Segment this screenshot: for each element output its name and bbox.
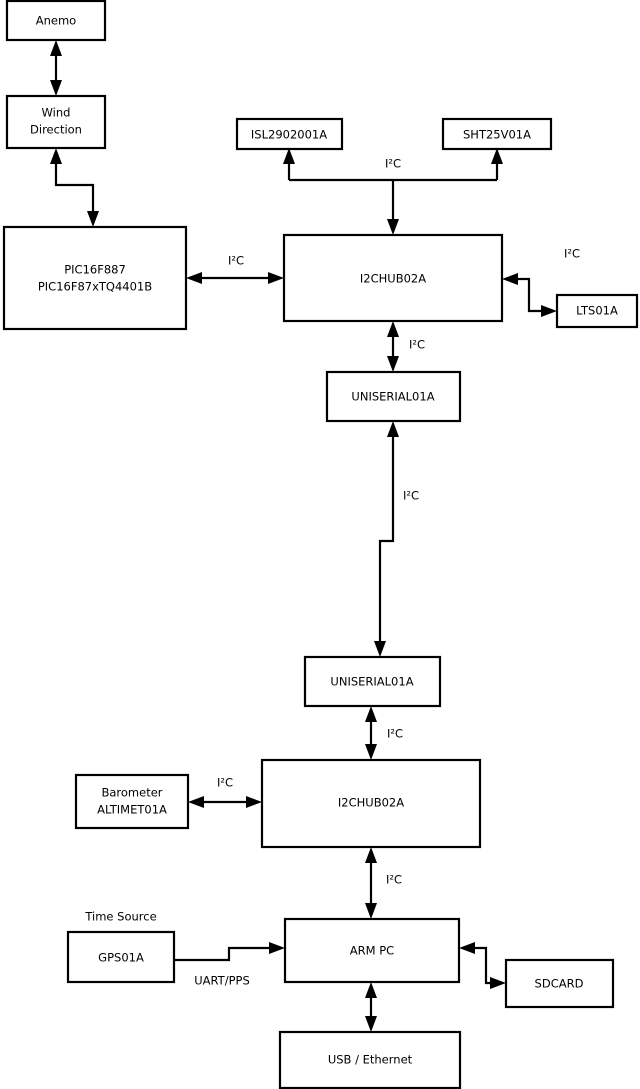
edge-label-hubbot-armpc: I²C <box>386 873 402 887</box>
node-pic-mcu-box[interactable] <box>2 225 188 331</box>
arrow-head-up <box>387 421 399 437</box>
node-wind-direction[interactable]: Wind Direction <box>5 94 107 150</box>
arrow-head-left <box>186 272 202 284</box>
arrow-head-down <box>365 903 377 919</box>
edge-hub-lts: I²C <box>502 247 580 317</box>
node-wind-direction-box[interactable] <box>5 94 107 150</box>
edge-armpc-usbeth <box>365 982 377 1032</box>
node-uniserial01a-top[interactable]: UNISERIAL01A <box>325 370 462 423</box>
edge-hub-uniserial-top: I²C <box>387 321 425 372</box>
node-uniserial01a-bottom[interactable]: UNISERIAL01A <box>303 655 442 708</box>
arrow-head-up-isl <box>283 148 295 164</box>
arrow-head-up <box>50 148 62 164</box>
node-uniserial01a-top-box[interactable] <box>325 370 462 423</box>
node-anemo[interactable]: Anemo <box>5 0 107 42</box>
edge-label-hub-lts: I²C <box>564 247 580 261</box>
arrow-head-right-lts <box>541 305 557 317</box>
arrow-head-right <box>269 942 285 954</box>
node-pic-mcu-label-line1: PIC16F887 <box>64 263 126 277</box>
node-i2chub02a-bottom-box[interactable] <box>260 758 482 849</box>
arrow-head-down <box>365 744 377 760</box>
node-arm-pc[interactable]: ARM PC <box>283 917 461 984</box>
node-wind-direction-label-line2: Direction <box>30 123 82 137</box>
node-pic-mcu[interactable]: PIC16F887 PIC16F87xTQ4401B <box>2 225 188 331</box>
arrow-head-up <box>365 847 377 863</box>
arrow-head-right-sdcard <box>490 977 506 989</box>
node-i2chub02a-bottom[interactable]: I2CHUB02A <box>260 758 482 849</box>
node-usb-ethernet-box[interactable] <box>278 1030 462 1089</box>
edge-label-pic-hub: I²C <box>228 254 244 268</box>
node-sht25v01a-label: SHT25V01A <box>463 128 531 142</box>
edge-armpc-sdcard <box>459 942 506 989</box>
edge-label-uniserial-hubbot: I²C <box>387 727 403 741</box>
arrow-head-right <box>268 272 284 284</box>
arrow-head-up <box>50 40 62 56</box>
node-barometer-label-line1: Barometer <box>101 786 162 800</box>
arrow-head-down <box>50 80 62 96</box>
arrow-head-down <box>87 211 99 227</box>
node-uniserial01a-bottom-label: UNISERIAL01A <box>330 675 413 689</box>
edge-hub-sensor-bus: I²C <box>283 148 503 235</box>
edge-gps-armpc: UART/PPS <box>174 942 285 988</box>
node-isl2902001a[interactable]: ISL2902001A <box>235 117 344 151</box>
edge-label-sensor-bus: I²C <box>385 157 401 171</box>
edge-uniserial-hub-bot: I²C <box>365 706 403 760</box>
node-sht25v01a[interactable]: SHT25V01A <box>441 117 553 151</box>
label-time-source: Time Source <box>84 910 156 924</box>
node-arm-pc-label: ARM PC <box>350 944 394 958</box>
node-uniserial01a-bottom-box[interactable] <box>303 655 442 708</box>
arrow-head-left-hub <box>502 273 518 285</box>
arrow-head-down <box>365 1016 377 1032</box>
edge-label-uniserial-link: I²C <box>403 489 419 503</box>
node-arm-pc-box[interactable] <box>283 917 461 984</box>
node-lts01a-box[interactable] <box>555 293 639 329</box>
edge-wind-pic <box>50 148 99 227</box>
node-usb-ethernet-label: USB / Ethernet <box>328 1053 413 1067</box>
node-barometer-box[interactable] <box>74 773 190 830</box>
arrow-head-up <box>365 706 377 722</box>
edge-uniserial-link: I²C <box>374 421 419 657</box>
arrow-head-down-hub <box>387 219 399 235</box>
arrow-head-up-sht <box>491 148 503 164</box>
node-i2chub02a-top-box[interactable] <box>282 233 504 323</box>
arrow-head-left-armpc <box>459 942 475 954</box>
node-sht25v01a-box[interactable] <box>441 117 553 151</box>
node-wind-direction-label-line1: Wind <box>42 106 71 120</box>
node-isl2902001a-box[interactable] <box>235 117 344 151</box>
node-lts01a-label: LTS01A <box>576 304 618 318</box>
edge-label-barometer-hub: I²C <box>217 776 233 790</box>
arrow-head-up <box>365 982 377 998</box>
node-barometer[interactable]: Barometer ALTIMET01A <box>74 773 190 830</box>
node-gps01a-label: GPS01A <box>98 951 144 965</box>
edge-barometer-hub-bot: I²C <box>188 776 262 808</box>
node-usb-ethernet[interactable]: USB / Ethernet <box>278 1030 462 1089</box>
node-anemo-box[interactable] <box>5 0 107 42</box>
arrow-head-up <box>387 321 399 337</box>
node-i2chub02a-bottom-label: I2CHUB02A <box>338 796 404 810</box>
edge-label-hub-uniserial: I²C <box>409 338 425 352</box>
node-barometer-label-line2: ALTIMET01A <box>97 803 167 817</box>
edge-anemo-wind <box>50 40 62 96</box>
node-sdcard-label: SDCARD <box>535 977 584 991</box>
edge-label-gps-armpc: UART/PPS <box>194 974 250 988</box>
node-sdcard[interactable]: SDCARD <box>504 958 615 1009</box>
arrow-head-right <box>246 796 262 808</box>
node-sdcard-box[interactable] <box>504 958 615 1009</box>
arrow-head-down <box>387 356 399 372</box>
node-lts01a[interactable]: LTS01A <box>555 293 639 329</box>
arrow-head-left <box>188 796 204 808</box>
node-i2chub02a-top[interactable]: I2CHUB02A <box>282 233 504 323</box>
node-uniserial01a-top-label: UNISERIAL01A <box>351 390 434 404</box>
node-pic-mcu-label-line2: PIC16F87xTQ4401B <box>38 280 152 294</box>
node-gps01a[interactable]: GPS01A <box>66 930 176 984</box>
node-i2chub02a-top-label: I2CHUB02A <box>360 272 426 286</box>
node-anemo-label: Anemo <box>36 14 76 28</box>
arrow-head-down <box>374 641 386 657</box>
edge-pic-hub-top: I²C <box>186 254 284 284</box>
node-isl2902001a-label: ISL2902001A <box>251 128 327 142</box>
edge-hub-bot-armpc: I²C <box>365 847 402 919</box>
node-gps01a-box[interactable] <box>66 930 176 984</box>
